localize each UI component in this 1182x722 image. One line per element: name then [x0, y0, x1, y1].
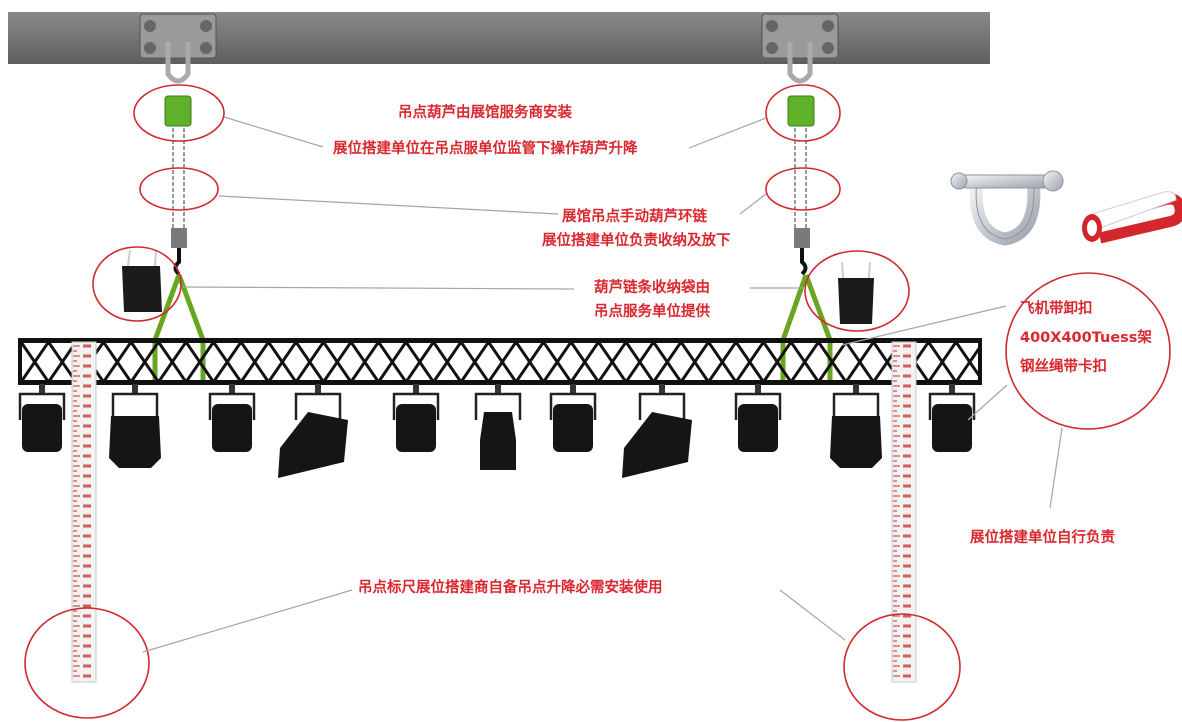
- stage-light-icon: [830, 384, 882, 468]
- beam-clamp-icon: [139, 13, 217, 84]
- label-self-responsible: 展位搭建单位自行负责: [970, 530, 1115, 546]
- stage-light-icon: [549, 384, 597, 452]
- stage-light-icon: [734, 384, 782, 452]
- chain-bag-icon: [122, 249, 162, 312]
- beam-clamp-icon: [761, 13, 839, 84]
- label-chain-storage: 展位搭建单位负责收纳及放下: [542, 233, 731, 249]
- label-truss: 400X400Tuess架: [1020, 330, 1152, 346]
- stage-light-icon: [109, 384, 161, 468]
- label-hoist-install: 吊点葫芦由展馆服务商安装: [398, 105, 572, 121]
- chain-bag-icon: [838, 261, 874, 324]
- label-chain-bag-line2: 吊点服务单位提供: [594, 304, 710, 320]
- label-chain-loop: 展馆吊点手动葫芦环链: [562, 209, 707, 225]
- stage-light-icon: [392, 384, 440, 452]
- stage-light-icon: [928, 384, 976, 452]
- hoist-hook-block: [171, 228, 187, 248]
- callout-circles: [24, 84, 1171, 721]
- chain-hoist-icon: [164, 95, 192, 127]
- stage-light-icon: [474, 384, 522, 470]
- label-chain-bag-line1: 葫芦链条收纳袋由: [594, 280, 710, 296]
- stage-light-icon: [278, 384, 348, 478]
- label-wire-clip: 钢丝绳带卡扣: [1020, 359, 1107, 375]
- leader-lines: [142, 116, 1063, 653]
- hoist-hook-block: [794, 228, 810, 248]
- round-sling-icon: [1082, 191, 1182, 244]
- shackle-icon: [950, 170, 1064, 246]
- stage-lights: [18, 384, 976, 478]
- stage-light-icon: [622, 384, 692, 478]
- label-sling-shackle: 飞机带卸扣: [1020, 301, 1093, 317]
- truss-icon: [18, 338, 982, 385]
- chain-hoist-icon: [787, 95, 815, 127]
- stage-light-icon: [208, 384, 256, 452]
- height-ruler-icon: [891, 341, 917, 683]
- height-ruler-icon: [71, 341, 97, 683]
- stage-light-icon: [18, 384, 66, 452]
- label-hoist-operate: 展位搭建单位在吊点服单位监管下操作葫芦升降: [333, 141, 638, 157]
- label-ruler: 吊点标尺展位搭建商自备吊点升降必需安装使用: [358, 580, 663, 596]
